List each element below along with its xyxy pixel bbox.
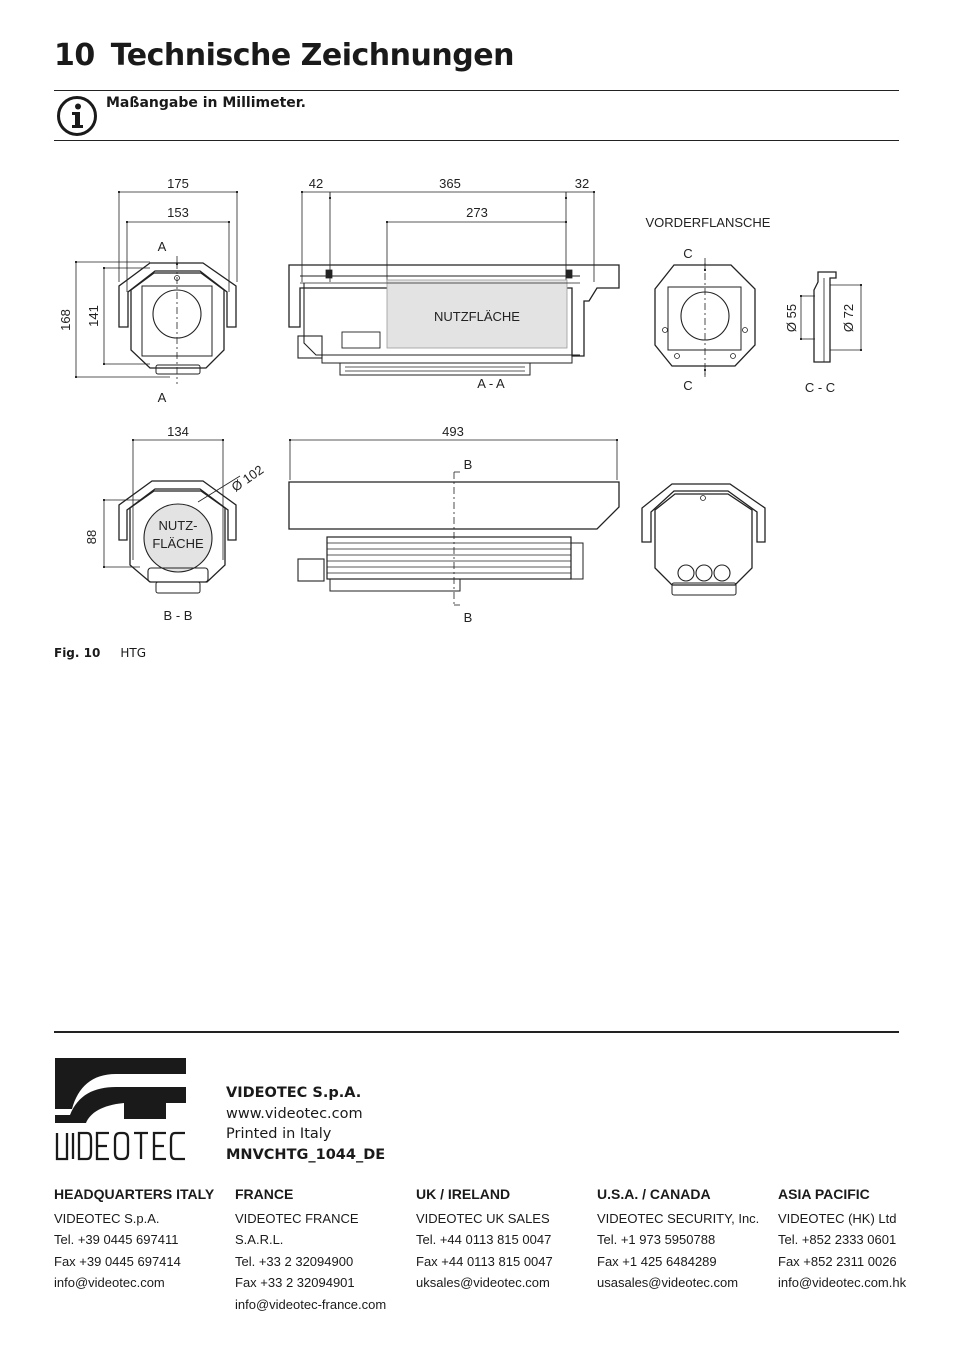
technical-drawings: 175 153 168 141 A A 42 365 32 273 NUTZFL… bbox=[58, 176, 863, 625]
office-heading: UK / IRELAND bbox=[416, 1186, 511, 1202]
label-nutz-line2: FLÄCHE bbox=[152, 536, 204, 551]
office-name: VIDEOTEC SECURITY, Inc. bbox=[597, 1210, 760, 1226]
figure-caption: Fig. 10 HTG bbox=[54, 646, 146, 660]
dim-365: 365 bbox=[439, 176, 461, 191]
office-france: FRANCE VIDEOTEC FRANCE S.A.R.L. Tel. +33… bbox=[235, 1184, 410, 1315]
figure-label: Fig. 10 bbox=[54, 646, 101, 660]
dim-d72: Ø 72 bbox=[841, 304, 856, 332]
office-tel: Tel. +33 2 32094900 bbox=[235, 1253, 354, 1269]
section-bb-view bbox=[102, 438, 241, 594]
dim-42: 42 bbox=[309, 176, 323, 191]
office-heading: FRANCE bbox=[235, 1186, 294, 1202]
office-name: VIDEOTEC S.p.A. bbox=[54, 1210, 160, 1226]
printed-in: Printed in Italy bbox=[226, 1126, 332, 1142]
office-email: info@videotec.com bbox=[54, 1275, 165, 1290]
label-b-bottom: B bbox=[464, 610, 473, 625]
label-nutzflaeche: NUTZFLÄCHE bbox=[434, 309, 520, 324]
dim-d102: Ø 102 bbox=[229, 462, 267, 495]
front-view bbox=[74, 190, 239, 384]
label-section-aa: A - A bbox=[477, 376, 505, 391]
figure-caption-text: HTG bbox=[120, 646, 146, 660]
office-tel: Tel. +852 2333 0601 bbox=[778, 1232, 897, 1247]
dim-168: 168 bbox=[58, 309, 73, 331]
section-cc-view bbox=[799, 271, 863, 363]
office-email: info@videotec-france.com bbox=[235, 1296, 387, 1312]
office-fax: Fax +1 425 6484289 bbox=[597, 1253, 717, 1269]
company-name: VIDEOTEC S.p.A. bbox=[226, 1085, 362, 1101]
label-section-cc: C - C bbox=[805, 380, 835, 395]
section-title: Technische Zeichnungen bbox=[110, 38, 515, 73]
dim-88: 88 bbox=[84, 530, 99, 544]
dim-134: 134 bbox=[167, 424, 189, 439]
section-number: 10 bbox=[54, 38, 95, 73]
office-email: info@videotec.com.hk bbox=[778, 1275, 907, 1290]
dim-153: 153 bbox=[167, 205, 189, 220]
label-c-top: C bbox=[683, 246, 692, 261]
note-text: Maßangabe in Millimeter. bbox=[106, 95, 306, 111]
label-section-bb: B - B bbox=[164, 608, 193, 623]
office-fax: Fax +852 2311 0026 bbox=[778, 1253, 897, 1269]
office-headquarters-italy: HEADQUARTERS ITALY VIDEOTEC S.p.A. Tel. … bbox=[54, 1184, 229, 1294]
videotec-logo bbox=[54, 1057, 188, 1167]
dim-175: 175 bbox=[167, 176, 189, 191]
company-block: VIDEOTEC S.p.A. www.videotec.com Printed… bbox=[226, 1083, 385, 1165]
top-rule bbox=[54, 90, 899, 91]
office-fax: Fax +39 0445 697414 bbox=[54, 1253, 181, 1269]
note-rule bbox=[54, 140, 899, 141]
info-icon bbox=[56, 95, 98, 141]
label-a-bottom: A bbox=[158, 390, 167, 405]
office-tel: Tel. +39 0445 697411 bbox=[54, 1232, 179, 1247]
dim-493: 493 bbox=[442, 424, 464, 439]
label-vorderflansche: VORDERFLANSCHE bbox=[646, 215, 771, 230]
label-nutz-line1: NUTZ- bbox=[159, 518, 198, 533]
office-tel: Tel. +44 0113 815 0047 bbox=[416, 1232, 552, 1247]
company-website: www.videotec.com bbox=[226, 1105, 363, 1122]
dim-d55: Ø 55 bbox=[784, 304, 799, 332]
office-tel: Tel. +1 973 5950788 bbox=[597, 1232, 716, 1247]
document-code: MNVCHTG_1044_DE bbox=[226, 1146, 386, 1163]
office-heading: ASIA PACIFIC bbox=[778, 1186, 870, 1202]
office-uk-ireland: UK / IRELAND VIDEOTEC UK SALES Tel. +44 … bbox=[416, 1184, 591, 1294]
dim-273: 273 bbox=[466, 205, 488, 220]
label-c-bottom: C bbox=[683, 378, 692, 393]
label-a-top: A bbox=[158, 239, 167, 254]
label-b-top: B bbox=[464, 457, 473, 472]
office-email: uksales@videotec.com bbox=[416, 1275, 550, 1290]
office-usa-canada: U.S.A. / CANADA VIDEOTEC SECURITY, Inc. … bbox=[597, 1184, 772, 1294]
dim-141: 141 bbox=[86, 305, 101, 327]
front-flange-view bbox=[654, 258, 756, 378]
office-fax: Fax +33 2 32094901 bbox=[235, 1275, 355, 1290]
office-name: VIDEOTEC UK SALES bbox=[416, 1210, 550, 1226]
office-heading: U.S.A. / CANADA bbox=[597, 1186, 711, 1202]
footer-rule bbox=[54, 1031, 899, 1033]
office-name: VIDEOTEC FRANCE S.A.R.L. bbox=[235, 1210, 359, 1248]
section-aa-view bbox=[288, 190, 620, 376]
dim-32: 32 bbox=[575, 176, 589, 191]
office-heading: HEADQUARTERS ITALY bbox=[54, 1186, 215, 1202]
office-email: usasales@videotec.com bbox=[597, 1275, 739, 1290]
office-asia-pacific: ASIA PACIFIC VIDEOTEC (HK) Ltd Tel. +852… bbox=[778, 1184, 953, 1294]
office-fax: Fax +44 0113 815 0047 bbox=[416, 1253, 553, 1269]
page-title: 10 Technische Zeichnungen bbox=[54, 38, 514, 73]
office-name: VIDEOTEC (HK) Ltd bbox=[778, 1210, 897, 1226]
rear-view bbox=[641, 483, 766, 596]
side-view bbox=[288, 438, 620, 606]
